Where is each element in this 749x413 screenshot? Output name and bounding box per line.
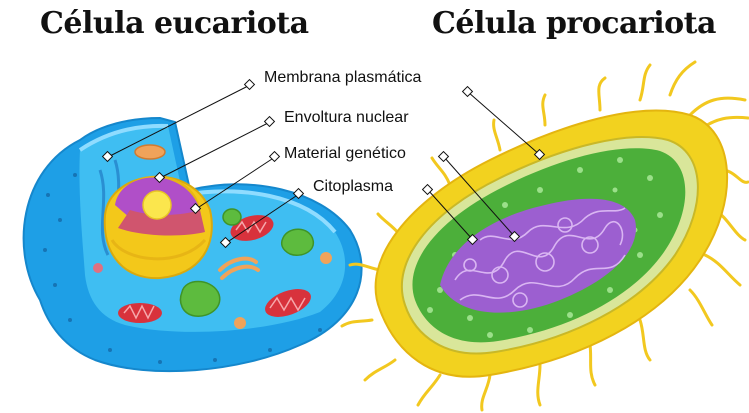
label-genetic-material: Material genético — [284, 145, 406, 163]
eukaryote-title: Célula eucariota — [40, 6, 309, 41]
nucleus — [105, 177, 212, 278]
label-membrane: Membrana plasmática — [264, 69, 421, 87]
label-cytoplasm: Citoplasma — [313, 178, 393, 196]
prokaryote-title: Célula procariota — [432, 6, 716, 41]
label-nuclear-envelope: Envoltura nuclear — [284, 109, 409, 127]
nucleolus — [143, 191, 171, 219]
